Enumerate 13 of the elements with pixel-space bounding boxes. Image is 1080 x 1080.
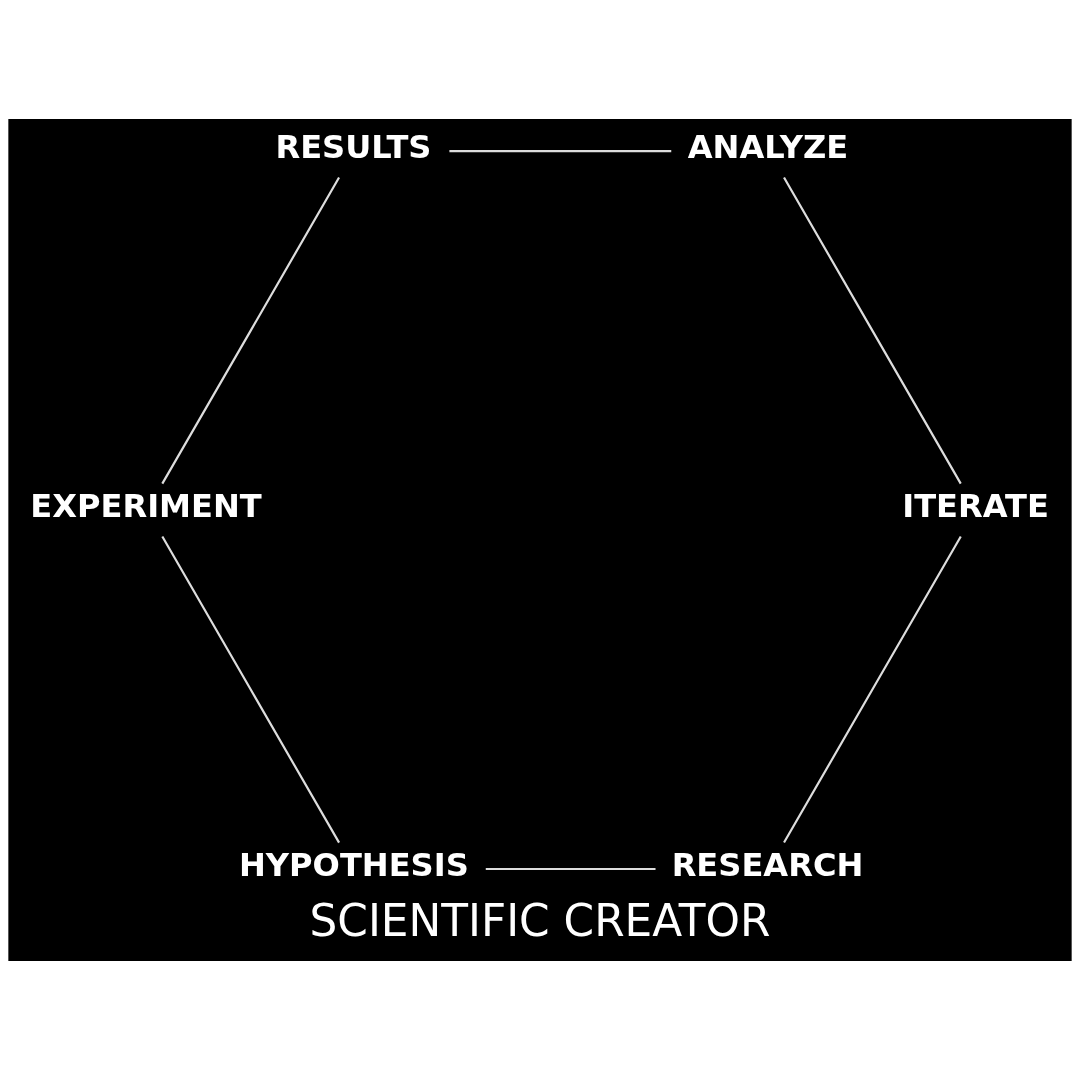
connector — [161, 535, 340, 844]
connector — [783, 535, 962, 844]
node-text: HYPOTHESIS — [238, 845, 469, 884]
node-text: RESEARCH — [671, 845, 864, 884]
connector — [783, 176, 962, 485]
diagram-title: SCIENTIFIC CREATOR — [309, 895, 771, 947]
node-text: RESULTS — [275, 127, 432, 166]
node-text: EXPERIMENT — [30, 486, 262, 525]
connector — [485, 867, 656, 871]
connector — [449, 150, 672, 153]
connector — [161, 177, 340, 485]
node-text: ITERATE — [902, 486, 1049, 525]
node-text: ANALYZE — [687, 127, 849, 166]
